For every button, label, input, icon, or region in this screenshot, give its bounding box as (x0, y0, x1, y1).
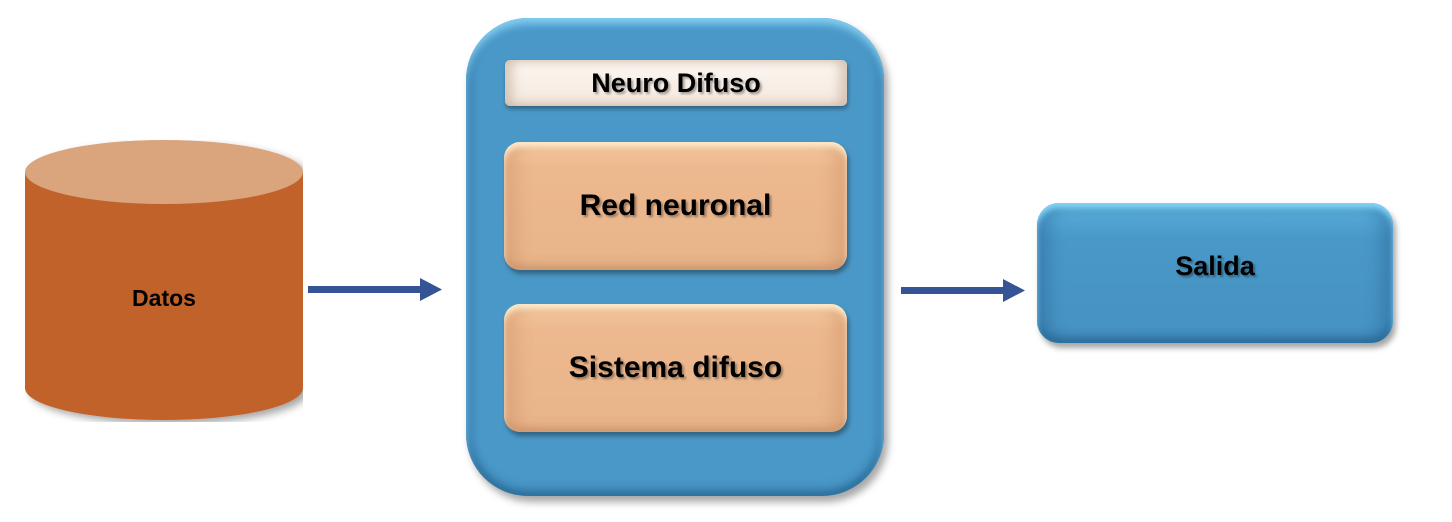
datos-label: Datos (132, 285, 196, 311)
arrow-shaft (308, 286, 422, 293)
cylinder-body (25, 172, 303, 420)
red-neuronal-label: Red neuronal (579, 189, 772, 222)
salida-label: Salida (1175, 250, 1255, 281)
arrow-neuro-to-salida (901, 279, 1025, 302)
neuro-difuso-title: Neuro Difuso (591, 67, 761, 98)
datos-cylinder: Datos (25, 140, 303, 420)
sistema-difuso-box: Sistema difuso (504, 304, 847, 432)
sistema-difuso-label: Sistema difuso (568, 351, 783, 384)
arrow-head (1003, 279, 1025, 302)
neuro-difuso-title-box: Neuro Difuso (505, 60, 847, 106)
red-neuronal-box: Red neuronal (504, 142, 847, 270)
arrow-head (420, 278, 442, 301)
cylinder-top (25, 140, 303, 204)
arrow-shaft (901, 287, 1005, 294)
salida-box: Salida (1037, 203, 1393, 343)
arrow-datos-to-neuro (308, 278, 442, 301)
